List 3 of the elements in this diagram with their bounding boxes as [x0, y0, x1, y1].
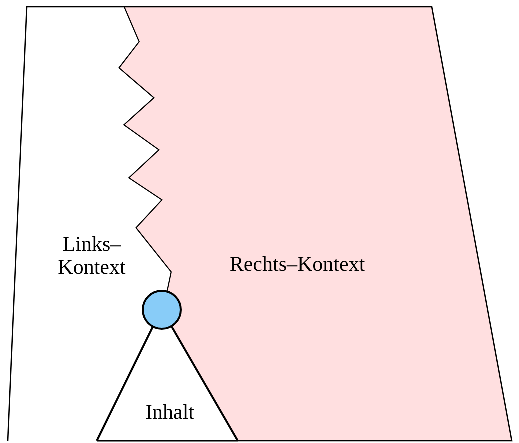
region-label: Rechts–Kontext: [228, 253, 366, 276]
region-label: Links– Kontext: [57, 233, 127, 279]
content-label: Inhalt: [144, 401, 196, 424]
